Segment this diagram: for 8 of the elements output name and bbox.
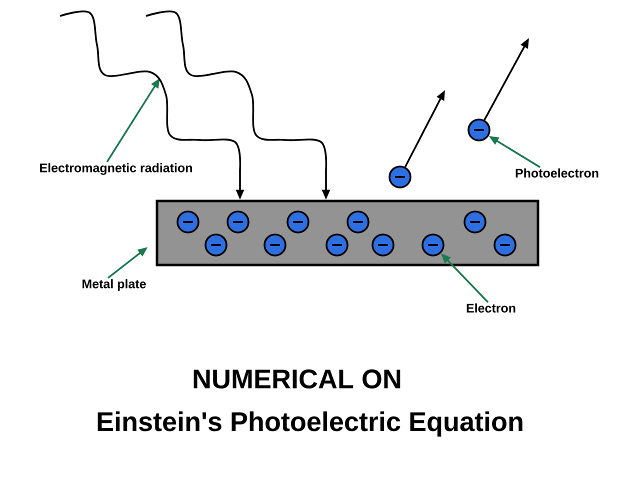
label: Electron — [466, 303, 516, 313]
label: Metal plate — [82, 279, 146, 291]
electron — [388, 166, 412, 188]
electron — [468, 118, 490, 142]
label: Photoelectron — [516, 168, 598, 178]
caption: Einstein's Photoelectric Equation — [98, 411, 522, 437]
label: Electromagnetic radiation — [40, 163, 192, 175]
title: NUMERICAL ON — [194, 369, 400, 389]
